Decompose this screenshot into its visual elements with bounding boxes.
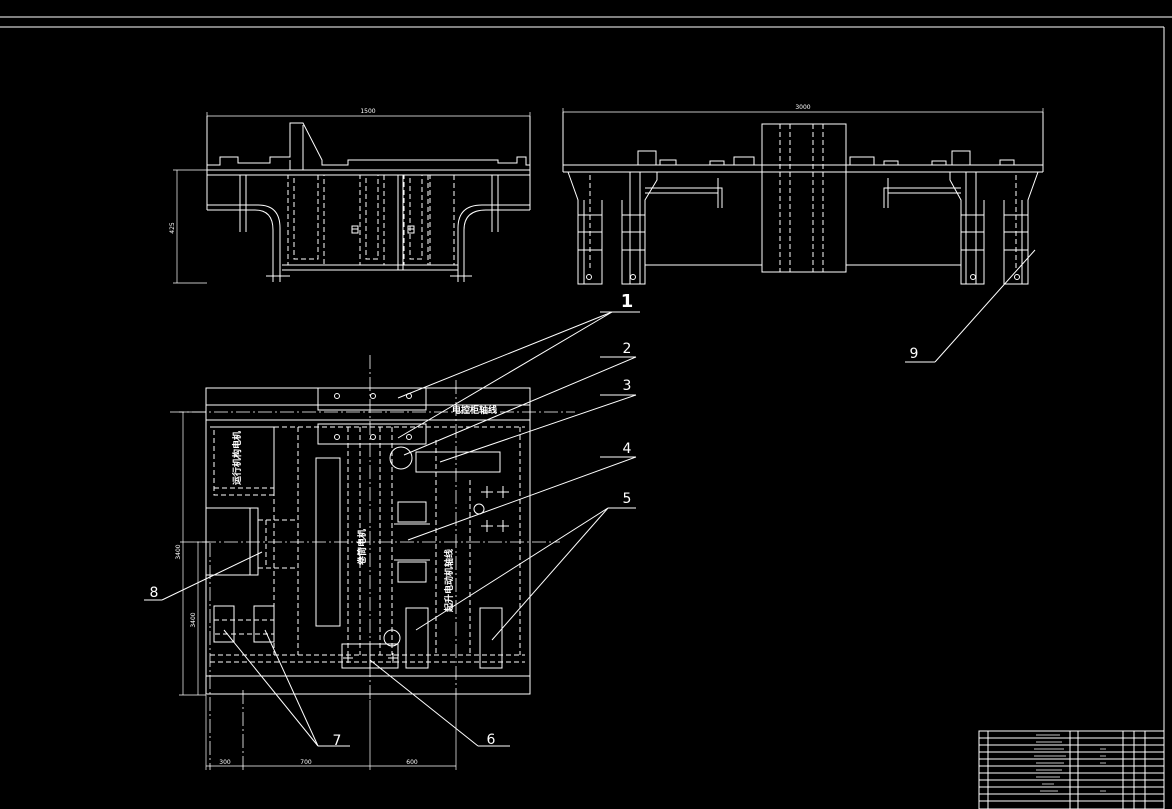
label-drum-motor: 卷筒电机 <box>356 529 368 566</box>
dim-plan-bottom-3: 600 <box>406 759 418 766</box>
balloon-5: 5 <box>623 491 632 507</box>
label-hoist-motor-axis: 起升电动机轴线 <box>443 549 455 613</box>
dim-plan-height-upper: 3400 <box>175 544 182 559</box>
dim-front-width: 1500 <box>360 108 375 115</box>
front-view: 1500 425 <box>169 108 531 284</box>
balloon-7: 7 <box>333 733 342 749</box>
dim-plan-bottom-2: 700 <box>300 759 312 766</box>
label-travel-motor: 运行机构电机 <box>231 431 243 485</box>
crosshair-markers <box>343 486 509 663</box>
balloon-4: 4 <box>623 441 632 457</box>
label-control-cabinet-axis: 电控柜轴线 <box>452 404 497 416</box>
plan-view: 3400 3400 300 700 600 运行机构电机 卷筒电机 起升电动机轴… <box>170 355 575 770</box>
dim-plan-bottom-1: 300 <box>219 759 231 766</box>
balloon-6: 6 <box>487 732 496 748</box>
dim-front-height: 425 <box>169 222 176 234</box>
balloon-9: 9 <box>910 346 919 362</box>
balloon-3: 3 <box>623 378 632 394</box>
balloon-2: 2 <box>623 341 632 357</box>
leaders <box>144 249 1036 747</box>
balloon-labels: 1 2 3 4 5 6 7 8 9 <box>150 291 919 749</box>
balloon-8: 8 <box>150 585 159 601</box>
dim-plan-height-lower: 3400 <box>190 612 197 627</box>
drawing-frame <box>0 16 1172 809</box>
parts-list-table <box>978 730 1165 809</box>
balloon-1: 1 <box>621 291 634 312</box>
side-view: 3000 <box>562 104 1044 285</box>
dim-side-width: 3000 <box>795 104 810 111</box>
